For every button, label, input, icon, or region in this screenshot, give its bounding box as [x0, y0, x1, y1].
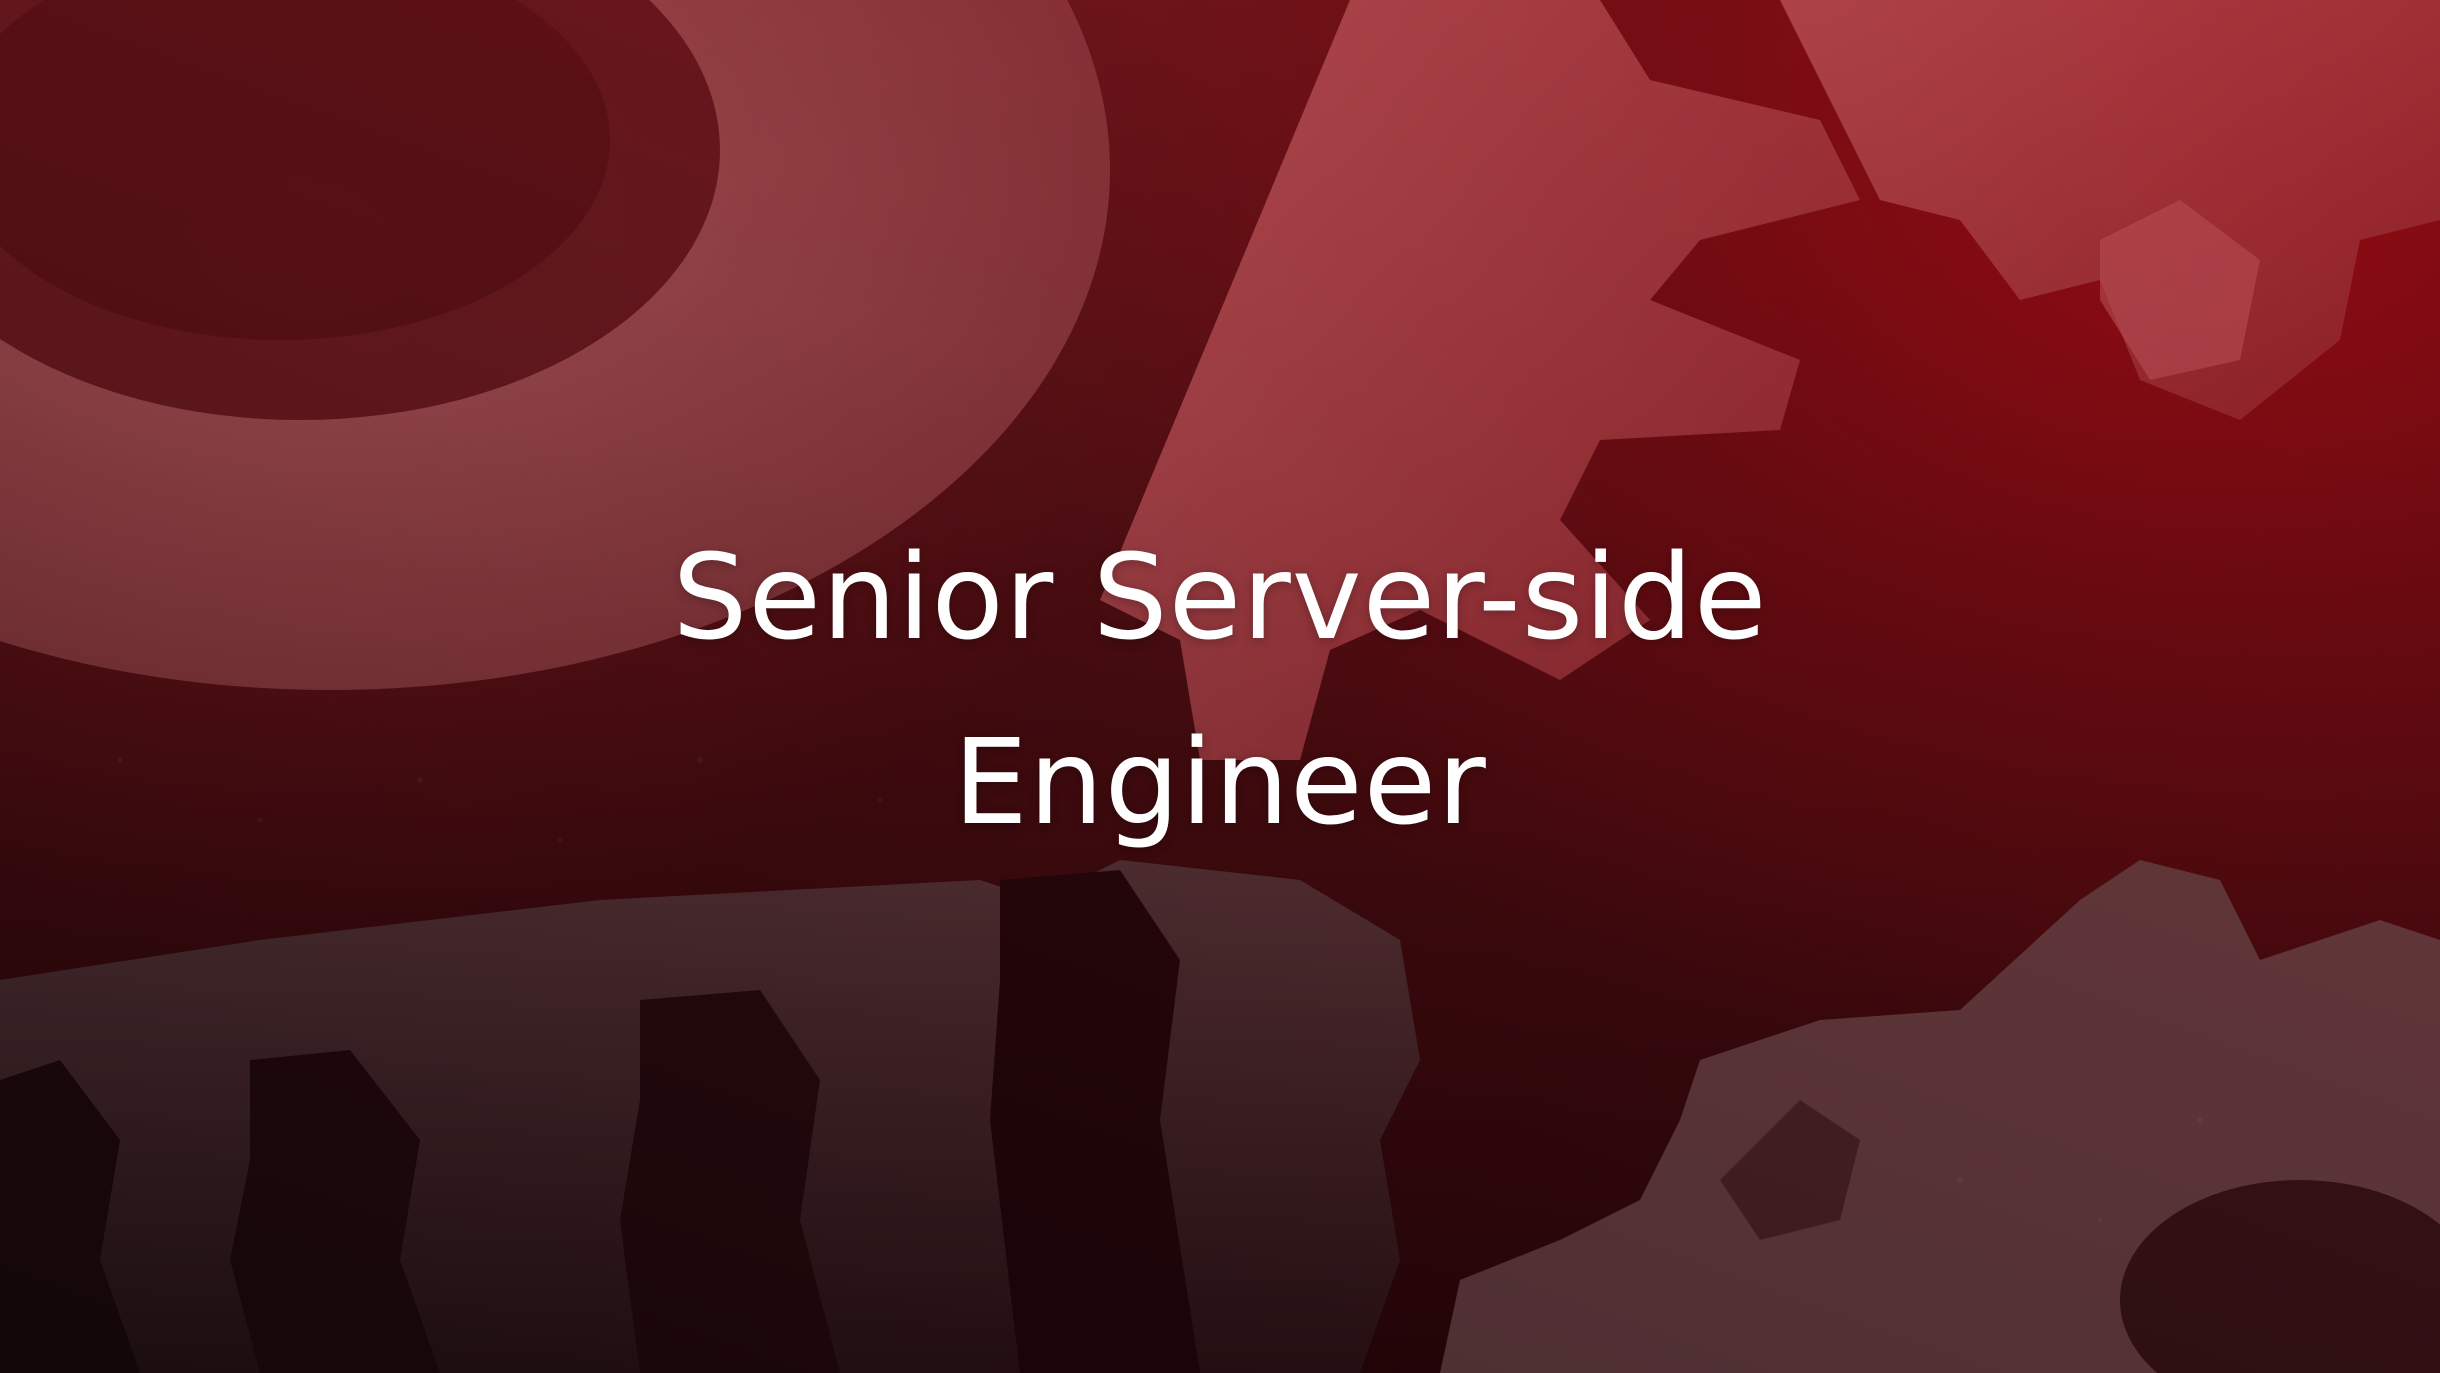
gear-bottom-left [0, 860, 1420, 1373]
gear-top-left [0, 0, 1110, 690]
page-title: Senior Server-side Engineer [0, 505, 2440, 875]
gear-top-center-teeth [1100, 0, 1860, 760]
gear-top-right [1780, 0, 2440, 420]
title-line-1: Senior Server-side [672, 528, 1768, 666]
gear-texture [117, 757, 2203, 1222]
title-line-2: Engineer [953, 713, 1487, 851]
gear-bottom-right [1440, 860, 2440, 1373]
